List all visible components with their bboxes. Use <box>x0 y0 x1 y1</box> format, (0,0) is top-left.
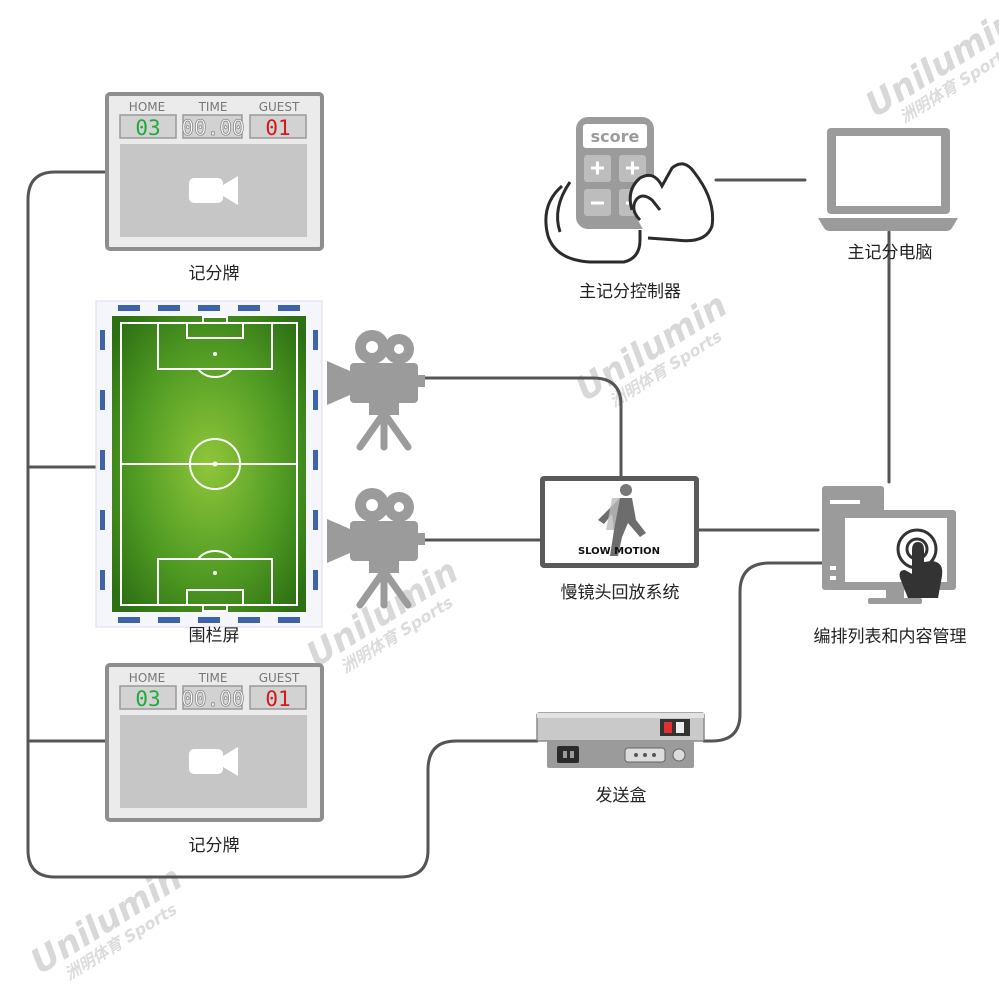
content-management-pc-icon <box>822 486 956 604</box>
guest-score: 01 <box>265 116 290 140</box>
score-controller-icon: score <box>544 117 715 264</box>
guest-score: 01 <box>265 687 290 711</box>
slow-motion-monitor: SLOW MOTION <box>540 476 699 568</box>
time-value: 00.00 <box>181 116 244 140</box>
time-label: TIME <box>198 100 228 114</box>
scoreboard-bottom: HOME TIME GUEST 03 00.00 01 <box>105 663 324 822</box>
home-score: 03 <box>135 687 160 711</box>
scoreboard-top-label: 记分牌 <box>189 264 240 284</box>
time-value: 00.00 <box>181 687 244 711</box>
walking-person-icon <box>598 484 646 556</box>
home-label: HOME <box>129 671 165 685</box>
main-computer-label: 主记分电脑 <box>848 243 933 263</box>
perimeter-screen <box>95 300 323 628</box>
video-camera-icon <box>189 747 238 776</box>
controller-label: 主记分控制器 <box>579 282 681 302</box>
slow-motion-system-label: 慢镜头回放系统 <box>561 582 680 603</box>
time-label: TIME <box>198 671 228 685</box>
video-camera-1-icon <box>327 330 425 451</box>
wire-pc-sender <box>702 561 824 743</box>
unilumin-edge-logos <box>100 305 318 623</box>
sender-box-label: 发送盒 <box>596 786 647 806</box>
video-camera-2-icon <box>327 488 425 609</box>
scoreboard-top: HOME TIME GUEST 03 00.00 01 <box>105 92 324 251</box>
wire-camera1-monitor <box>420 376 623 478</box>
controller-screen-text: score <box>591 127 640 146</box>
playlist-manager-label: 编排列表和内容管理 <box>814 627 967 647</box>
watermark-center: Unilumin 洲明体育 Sports <box>569 285 735 410</box>
guest-label: GUEST <box>259 100 300 114</box>
sender-box-icon <box>536 712 705 768</box>
home-label: HOME <box>129 100 165 114</box>
guest-label: GUEST <box>259 671 300 685</box>
video-camera-icon <box>189 176 238 205</box>
perimeter-screen-label: 围栏屏 <box>189 626 240 646</box>
monitor-caption: SLOW MOTION <box>578 546 660 557</box>
home-score: 03 <box>135 116 160 140</box>
connection-lines <box>26 170 891 879</box>
pitch-lines <box>120 316 298 612</box>
scoreboard-bottom-label: 记分牌 <box>189 836 240 856</box>
laptop-icon <box>818 128 958 231</box>
wire-left-bus <box>26 170 539 879</box>
watermark-top-right: Unilumin 洲明体育 Sports <box>859 1 999 126</box>
